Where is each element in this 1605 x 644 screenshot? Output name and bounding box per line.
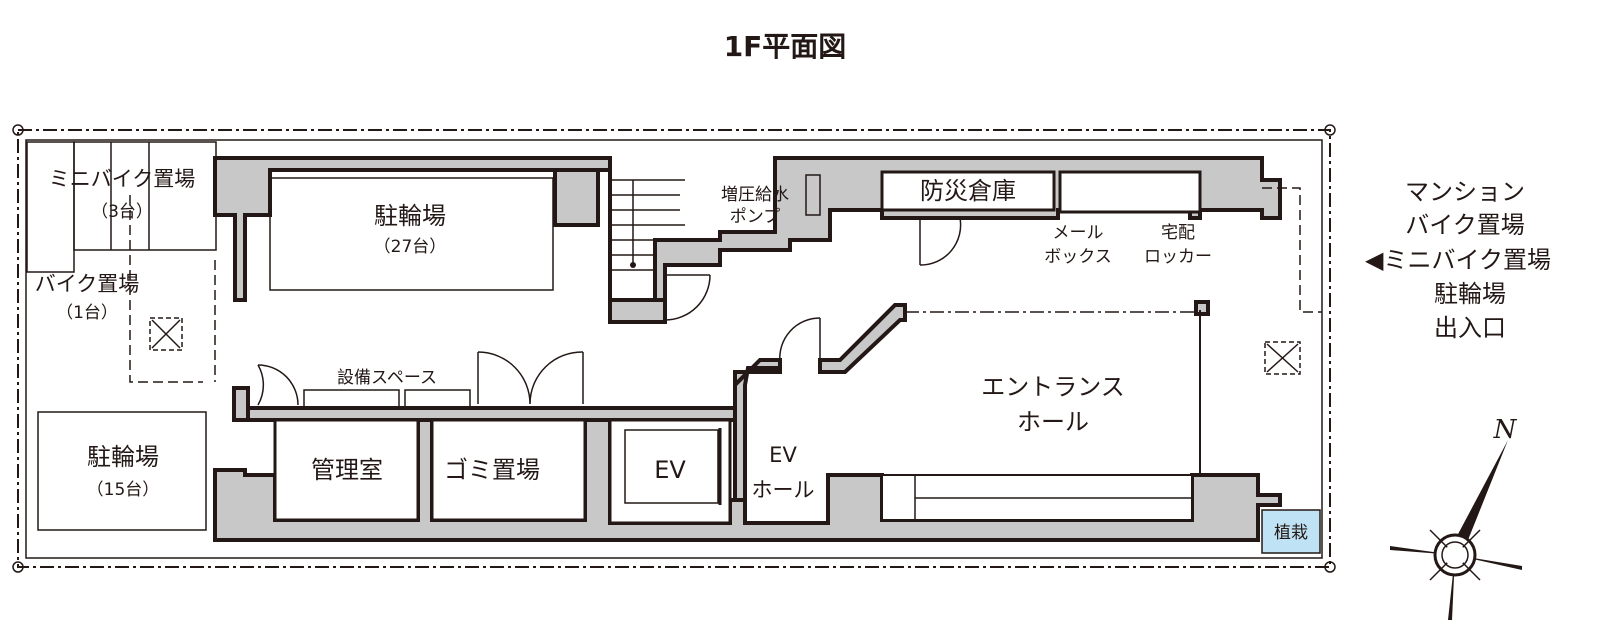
svg-text:出入口: 出入口 xyxy=(1434,314,1506,342)
planting-label: 植栽 xyxy=(1274,523,1308,543)
bicycle-left-count: （15台） xyxy=(87,480,160,500)
entrance-hall-label-2: ホール xyxy=(1017,408,1089,436)
mailbox-label-2: ボックス xyxy=(1044,247,1112,267)
bicycle-top-label: 駐輪場 xyxy=(374,202,446,230)
planting-area xyxy=(1261,509,1321,554)
svg-text:駐輪場: 駐輪場 xyxy=(1434,280,1506,308)
walls xyxy=(213,156,1282,542)
ev-label: EV xyxy=(654,456,686,484)
pump-label-1: 増圧給水 xyxy=(721,185,789,205)
disaster-storage-label: 防災倉庫 xyxy=(920,177,1016,205)
skylight-marker-left xyxy=(149,317,183,351)
bicycle-top-count: （27台） xyxy=(374,237,447,257)
bicycle-area-left xyxy=(37,411,207,531)
mini-bike-label: ミニバイク置場 xyxy=(49,167,196,191)
mailbox-label-1: メール xyxy=(1053,223,1104,243)
locker-label-1: 宅配 xyxy=(1161,223,1195,243)
entrance-hall-label-1: エントランス xyxy=(981,373,1125,401)
ev-hall-label-2: ホール xyxy=(752,478,815,502)
locker-label-2: ロッカー xyxy=(1144,247,1212,267)
bike-count: （1台） xyxy=(56,303,118,323)
svg-text:◀ミニバイク置場: ◀ミニバイク置場 xyxy=(1365,246,1551,274)
equipment-label: 設備スペース xyxy=(337,368,437,388)
staircase xyxy=(610,174,821,271)
compass-icon: N xyxy=(1390,415,1522,620)
svg-text:マンション: マンション xyxy=(1405,178,1525,206)
entrance-note: マンション バイク置場 ◀ミニバイク置場 駐輪場 出入口 xyxy=(1365,178,1551,342)
svg-text:バイク置場: バイク置場 xyxy=(1405,211,1525,239)
bicycle-left-label: 駐輪場 xyxy=(87,443,159,471)
north-label: N xyxy=(1493,415,1518,445)
bike-label: バイク置場 xyxy=(35,272,140,296)
pump-label-2: ポンプ xyxy=(730,207,781,227)
doors xyxy=(257,217,962,408)
mini-bike-count: （3台） xyxy=(91,202,153,222)
plan-title: 1F平面図 xyxy=(724,30,847,63)
bicycle-top-area xyxy=(269,177,554,291)
garbage-label: ゴミ置場 xyxy=(444,456,540,484)
site-boundary xyxy=(12,124,1336,573)
ev-hall-label-1: EV xyxy=(769,443,797,467)
skylight-marker-right xyxy=(1262,187,1322,375)
management-label: 管理室 xyxy=(311,456,383,484)
